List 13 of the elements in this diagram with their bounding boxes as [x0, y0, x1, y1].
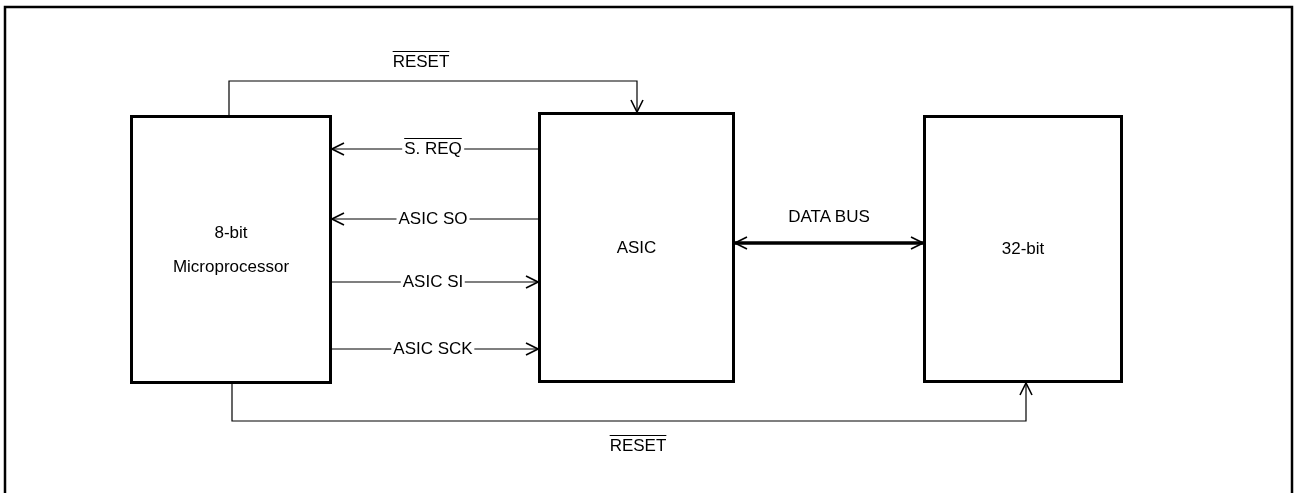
arrow [228, 80, 644, 116]
signal-label: S. REQ [402, 139, 464, 159]
block-box [538, 112, 735, 383]
arrow [231, 382, 1033, 422]
block-box [130, 115, 332, 384]
block-box [923, 115, 1123, 383]
block-label: 32-bit [1000, 238, 1046, 260]
signal-label: DATA BUS [787, 207, 871, 227]
arrow [734, 236, 924, 250]
block-label: 8-bit Microprocessor [171, 221, 291, 278]
block-label: ASIC [615, 236, 658, 259]
signal-label: RESET [391, 52, 451, 72]
signal-label: RESET [608, 436, 668, 456]
